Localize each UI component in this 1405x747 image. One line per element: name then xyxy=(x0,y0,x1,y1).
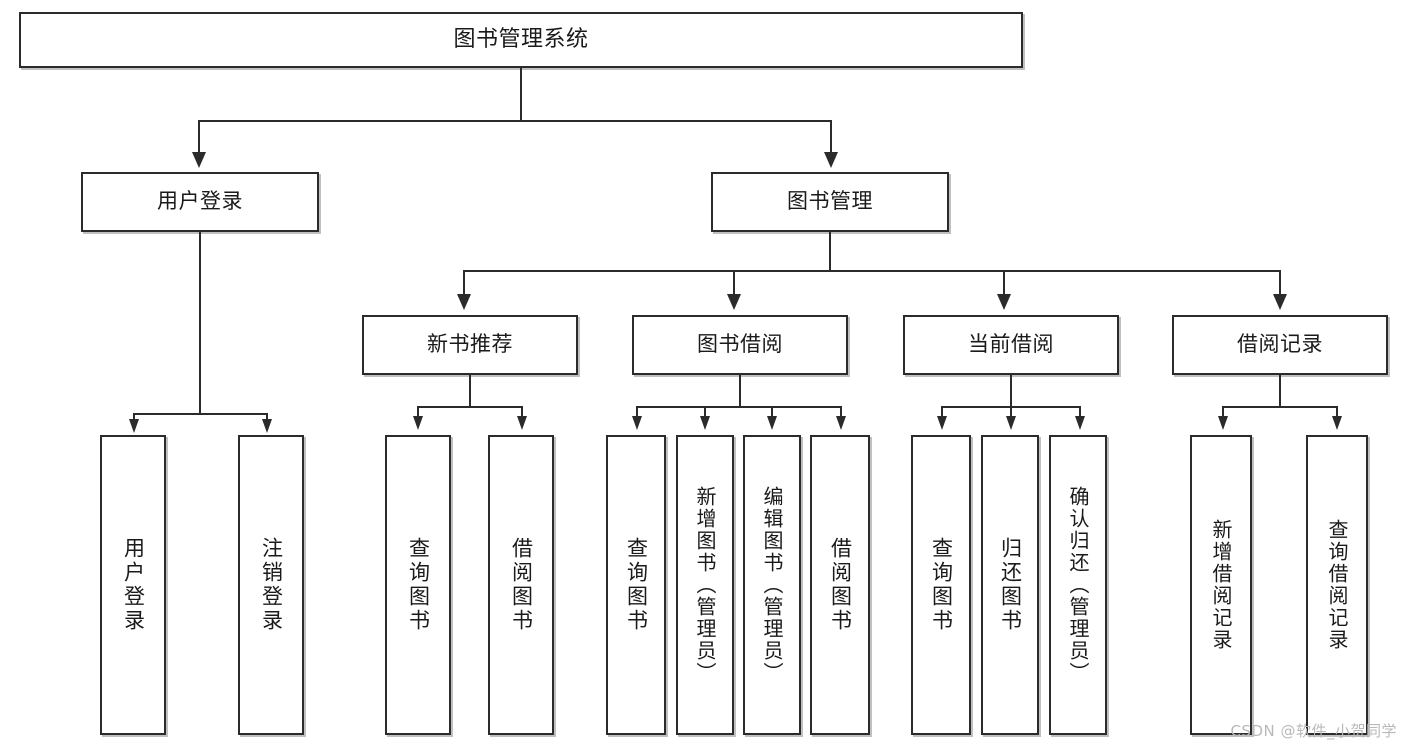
connector-new-book-stem xyxy=(469,375,471,408)
connector-to-current-borrow xyxy=(1003,270,1005,296)
node-label: 确认归还（管理员） xyxy=(1066,486,1090,684)
leaf-borrow-record-add[interactable]: 新增借阅记录 xyxy=(1190,435,1252,735)
node-label: 新增图书（管理员） xyxy=(693,486,717,684)
connector-new-book-drop-1 xyxy=(417,406,419,418)
node-label: 图书管理系统 xyxy=(453,26,589,52)
leaf-new-book-borrow[interactable]: 借阅图书 xyxy=(488,435,554,735)
arrow-current-borrow-leaf-1 xyxy=(937,416,947,430)
connector-user-login-drop-1 xyxy=(133,413,135,421)
arrow-borrow-record-leaf-1 xyxy=(1218,416,1228,430)
arrow-to-book-borrow xyxy=(727,294,741,310)
connector-book-borrow-stem xyxy=(739,375,741,408)
node-label: 借阅图书 xyxy=(828,537,853,633)
node-label: 图书借阅 xyxy=(697,332,783,357)
node-new-book-recommend[interactable]: 新书推荐 xyxy=(362,315,578,375)
node-current-borrow[interactable]: 当前借阅 xyxy=(903,315,1119,375)
leaf-borrow-record-query[interactable]: 查询借阅记录 xyxy=(1306,435,1368,735)
connector-current-borrow-drop-3 xyxy=(1079,406,1081,418)
arrow-to-user-login xyxy=(192,152,206,168)
node-label: 查询借阅记录 xyxy=(1325,519,1349,651)
connector-to-new-book xyxy=(463,270,465,296)
node-book-borrow[interactable]: 图书借阅 xyxy=(632,315,848,375)
connector-book-borrow-drop-1 xyxy=(636,406,638,418)
connector-user-login-bus xyxy=(133,413,267,415)
connector-new-book-bus xyxy=(417,406,522,408)
node-label: 图书管理 xyxy=(787,189,873,214)
leaf-current-borrow-return[interactable]: 归还图书 xyxy=(981,435,1039,735)
connector-borrow-record-bus xyxy=(1222,406,1337,408)
node-label: 归还图书 xyxy=(998,537,1023,633)
connector-book-borrow-bus xyxy=(636,406,841,408)
connector-to-book-mgmt xyxy=(830,120,832,154)
arrow-to-new-book xyxy=(457,294,471,310)
node-label: 查询图书 xyxy=(624,537,649,633)
arrow-current-borrow-leaf-2 xyxy=(1006,416,1016,430)
connector-current-borrow-drop-2 xyxy=(1010,406,1012,418)
arrow-user-login-leaf-2 xyxy=(262,419,272,433)
node-label: 新书推荐 xyxy=(427,332,513,357)
node-user-login[interactable]: 用户登录 xyxy=(81,172,319,232)
connector-user-login-drop-2 xyxy=(266,413,268,421)
connector-book-mgmt-stem xyxy=(829,232,831,272)
arrow-book-borrow-leaf-3 xyxy=(767,416,777,430)
leaf-book-borrow-edit[interactable]: 编辑图书（管理员） xyxy=(743,435,801,735)
node-root-system[interactable]: 图书管理系统 xyxy=(19,12,1023,68)
arrow-current-borrow-leaf-3 xyxy=(1075,416,1085,430)
node-label: 借阅记录 xyxy=(1237,332,1323,357)
connector-to-user-login xyxy=(198,120,200,154)
arrow-book-borrow-leaf-2 xyxy=(700,416,710,430)
leaf-user-login-logout[interactable]: 注销登录 xyxy=(238,435,304,735)
connector-root-bus xyxy=(198,120,832,122)
arrow-to-current-borrow xyxy=(997,294,1011,310)
connector-root-stem xyxy=(520,68,522,121)
node-label: 查询图书 xyxy=(406,537,431,633)
connector-current-borrow-stem xyxy=(1010,375,1012,408)
arrow-user-login-leaf-1 xyxy=(129,419,139,433)
arrow-borrow-record-leaf-2 xyxy=(1332,416,1342,430)
node-label: 注销登录 xyxy=(259,537,284,633)
arrow-book-borrow-leaf-4 xyxy=(836,416,846,430)
connector-book-borrow-drop-3 xyxy=(771,406,773,418)
node-label: 用户登录 xyxy=(157,189,243,214)
connector-book-borrow-drop-4 xyxy=(840,406,842,418)
node-label: 编辑图书（管理员） xyxy=(760,486,784,684)
leaf-book-borrow-add[interactable]: 新增图书（管理员） xyxy=(676,435,734,735)
arrow-to-borrow-record xyxy=(1273,294,1287,310)
node-borrow-record[interactable]: 借阅记录 xyxy=(1172,315,1388,375)
connector-current-borrow-drop-1 xyxy=(941,406,943,418)
connector-borrow-record-drop-2 xyxy=(1336,406,1338,418)
connector-book-mgmt-bus xyxy=(463,270,1280,272)
connector-borrow-record-stem xyxy=(1279,375,1281,408)
arrow-new-book-leaf-2 xyxy=(517,416,527,430)
connector-to-book-borrow xyxy=(733,270,735,296)
node-label: 用户登录 xyxy=(121,537,146,633)
node-label: 新增借阅记录 xyxy=(1209,519,1233,651)
arrow-book-borrow-leaf-1 xyxy=(632,416,642,430)
node-book-management[interactable]: 图书管理 xyxy=(711,172,949,232)
leaf-current-borrow-confirm[interactable]: 确认归还（管理员） xyxy=(1049,435,1107,735)
leaf-current-borrow-query[interactable]: 查询图书 xyxy=(911,435,971,735)
leaf-new-book-query[interactable]: 查询图书 xyxy=(385,435,451,735)
connector-user-login-stem xyxy=(199,232,201,415)
connector-borrow-record-drop-1 xyxy=(1222,406,1224,418)
connector-to-borrow-record xyxy=(1279,270,1281,296)
node-label: 查询图书 xyxy=(929,537,954,633)
connector-new-book-drop-2 xyxy=(521,406,523,418)
arrow-new-book-leaf-1 xyxy=(413,416,423,430)
connector-book-borrow-drop-2 xyxy=(704,406,706,418)
leaf-book-borrow-borrow[interactable]: 借阅图书 xyxy=(810,435,870,735)
arrow-to-book-mgmt xyxy=(824,152,838,168)
leaf-book-borrow-query[interactable]: 查询图书 xyxy=(606,435,666,735)
leaf-user-login-login[interactable]: 用户登录 xyxy=(100,435,166,735)
node-label: 当前借阅 xyxy=(968,332,1054,357)
node-label: 借阅图书 xyxy=(509,537,534,633)
